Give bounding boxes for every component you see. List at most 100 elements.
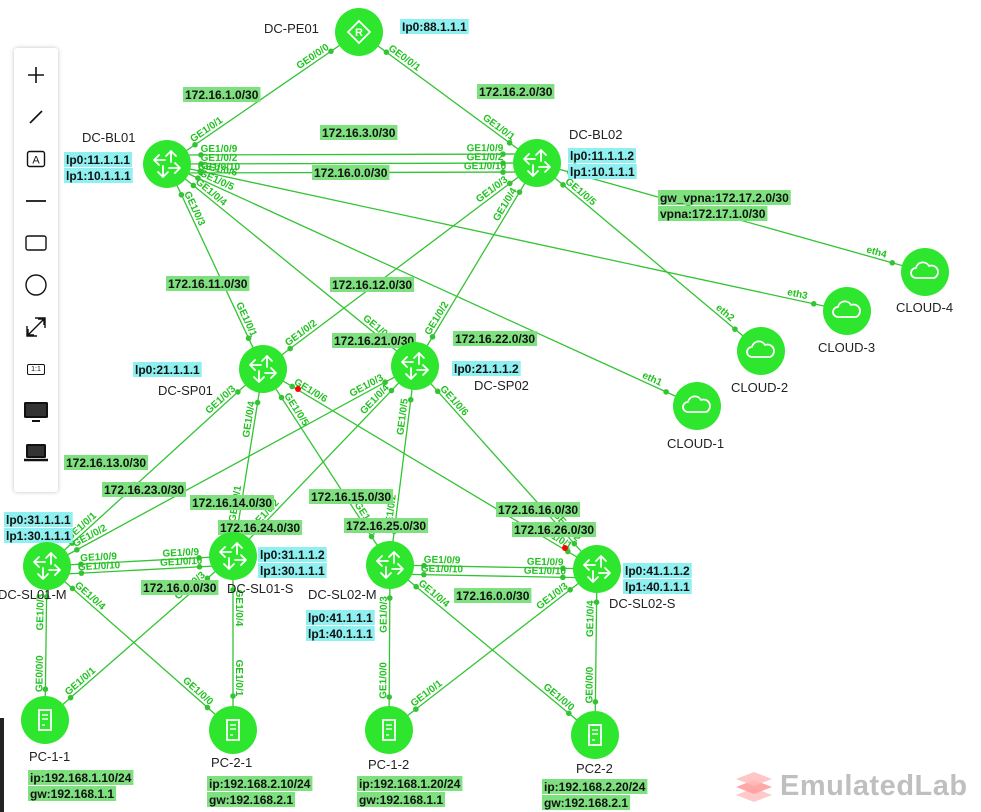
plus-tool-button[interactable] xyxy=(20,57,52,93)
link-sl01m-sl01s[interactable] xyxy=(47,564,234,576)
port-dot[interactable] xyxy=(388,387,395,394)
port-dot[interactable] xyxy=(500,160,506,166)
port-dot[interactable] xyxy=(429,334,436,340)
port-dot[interactable] xyxy=(230,693,236,699)
port-dot[interactable] xyxy=(383,49,390,55)
port-dot[interactable] xyxy=(567,587,573,593)
port-dot[interactable] xyxy=(507,180,513,187)
port-dot[interactable] xyxy=(560,182,566,188)
port-dot[interactable] xyxy=(245,335,252,342)
rectangle-tool-button[interactable] xyxy=(20,225,52,261)
port-dot[interactable] xyxy=(382,379,388,386)
link-sl02m-pc12[interactable] xyxy=(388,564,391,731)
node-pe01[interactable]: RDC-PE01 xyxy=(264,8,383,56)
port-dot[interactable] xyxy=(593,599,600,605)
port-dot[interactable] xyxy=(197,168,204,174)
port-dot[interactable] xyxy=(190,182,197,189)
port-dot[interactable] xyxy=(278,394,285,401)
node-sl02m[interactable]: DC-SL02-M xyxy=(308,541,414,602)
link-bl02-sp01[interactable] xyxy=(262,162,538,370)
link-bl02-sp02[interactable] xyxy=(414,162,538,367)
node-bl01[interactable]: DC-BL01 xyxy=(82,130,191,188)
port-dot[interactable] xyxy=(204,575,211,582)
port-dot[interactable] xyxy=(328,48,334,55)
port-dot[interactable] xyxy=(421,571,427,578)
link-bl01-cloud1[interactable] xyxy=(166,163,698,407)
link-sp01-sl01m[interactable] xyxy=(46,368,264,567)
link-bl01-bl02[interactable] xyxy=(166,153,537,156)
port-dot[interactable] xyxy=(42,686,49,692)
port-dot[interactable] xyxy=(566,710,572,717)
port-dot[interactable] xyxy=(421,562,427,569)
port-dot[interactable] xyxy=(368,533,375,540)
port-dot[interactable] xyxy=(78,561,84,567)
text-tool-button[interactable]: A xyxy=(20,141,52,177)
node-sl01s[interactable]: DC-SL01-S xyxy=(209,532,294,596)
port-dot[interactable] xyxy=(192,141,198,148)
port-dot[interactable] xyxy=(289,383,295,390)
port-dot[interactable] xyxy=(663,389,669,395)
port-dot[interactable] xyxy=(230,587,236,593)
node-cloud3[interactable]: CLOUD-3 xyxy=(818,287,875,355)
actual-size-tool-button[interactable]: 1:1 xyxy=(20,351,52,387)
circle-tool-button[interactable] xyxy=(20,267,52,303)
node-cloud2[interactable]: CLOUD-2 xyxy=(731,327,788,395)
port-dot[interactable] xyxy=(592,699,599,705)
port-dot[interactable] xyxy=(198,161,204,167)
port-dot[interactable] xyxy=(69,585,76,592)
port-dot[interactable] xyxy=(560,574,566,581)
link-pe01-bl02[interactable] xyxy=(358,31,538,164)
laptop-tool-button[interactable] xyxy=(20,435,52,471)
link-bl01-sp01[interactable] xyxy=(166,163,264,370)
port-dot[interactable] xyxy=(889,260,896,266)
port-dot[interactable] xyxy=(386,694,393,700)
link-bl01-cloud3[interactable] xyxy=(166,163,848,312)
link-bl01-sp02[interactable] xyxy=(166,163,416,367)
port-dot[interactable] xyxy=(500,151,506,157)
port-dot[interactable] xyxy=(254,399,261,406)
link-bl01-bl02[interactable] xyxy=(166,162,538,165)
link-sl02s-pc12[interactable] xyxy=(388,568,598,731)
port-dot[interactable] xyxy=(500,169,506,175)
port-dot[interactable] xyxy=(198,152,204,158)
link-sl02s-pc22[interactable] xyxy=(594,568,598,736)
node-pc22[interactable]: PC2-2 xyxy=(571,711,619,776)
link-sp02-sl01m[interactable] xyxy=(46,365,416,567)
port-dot[interactable] xyxy=(560,565,566,572)
port-dot[interactable] xyxy=(196,555,202,561)
node-pc11[interactable]: PC-1-1 xyxy=(21,696,70,764)
port-dot[interactable] xyxy=(196,564,203,570)
fit-screen-tool-button[interactable] xyxy=(20,309,52,345)
node-pc12[interactable]: PC-1-2 xyxy=(365,706,413,772)
port-dot[interactable] xyxy=(413,583,419,590)
port-dot[interactable] xyxy=(287,345,293,352)
link-sl01m-sl01s[interactable] xyxy=(46,555,234,567)
link-sl01m-pc21[interactable] xyxy=(46,565,234,731)
port-dot[interactable] xyxy=(571,540,578,547)
port-dot[interactable] xyxy=(67,694,74,701)
node-sl01m[interactable]: DC-SL01-M xyxy=(0,542,71,602)
link-sp02-sl02m[interactable] xyxy=(389,365,416,566)
node-sl02s[interactable]: DC-SL02-S xyxy=(573,545,676,611)
line-diagonal-tool-button[interactable] xyxy=(20,99,52,135)
monitor-tool-button[interactable] xyxy=(20,393,52,429)
port-dot[interactable] xyxy=(204,704,211,711)
port-dot[interactable] xyxy=(235,389,241,395)
node-pc21[interactable]: PC-2-1 xyxy=(209,706,257,770)
link-bl02-cloud2[interactable] xyxy=(536,162,762,352)
node-cloud1[interactable]: CLOUD-1 xyxy=(667,382,724,451)
link-pe01-bl01[interactable] xyxy=(166,31,360,165)
port-dot[interactable] xyxy=(506,140,513,146)
port-dot[interactable] xyxy=(810,301,817,307)
port-dot[interactable] xyxy=(434,388,441,395)
node-sp02[interactable]: DC-SP02 xyxy=(391,342,529,393)
port-dot[interactable] xyxy=(732,326,738,332)
node-bl02[interactable]: DC-BL02 xyxy=(513,127,622,187)
port-dot[interactable] xyxy=(516,189,523,195)
port-dot[interactable] xyxy=(387,595,393,601)
node-sp01[interactable]: DC-SP01 xyxy=(158,345,287,398)
link-sl01m-pc11[interactable] xyxy=(44,565,48,721)
port-dot[interactable] xyxy=(43,594,50,600)
node-cloud4[interactable]: CLOUD-4 xyxy=(896,248,953,315)
